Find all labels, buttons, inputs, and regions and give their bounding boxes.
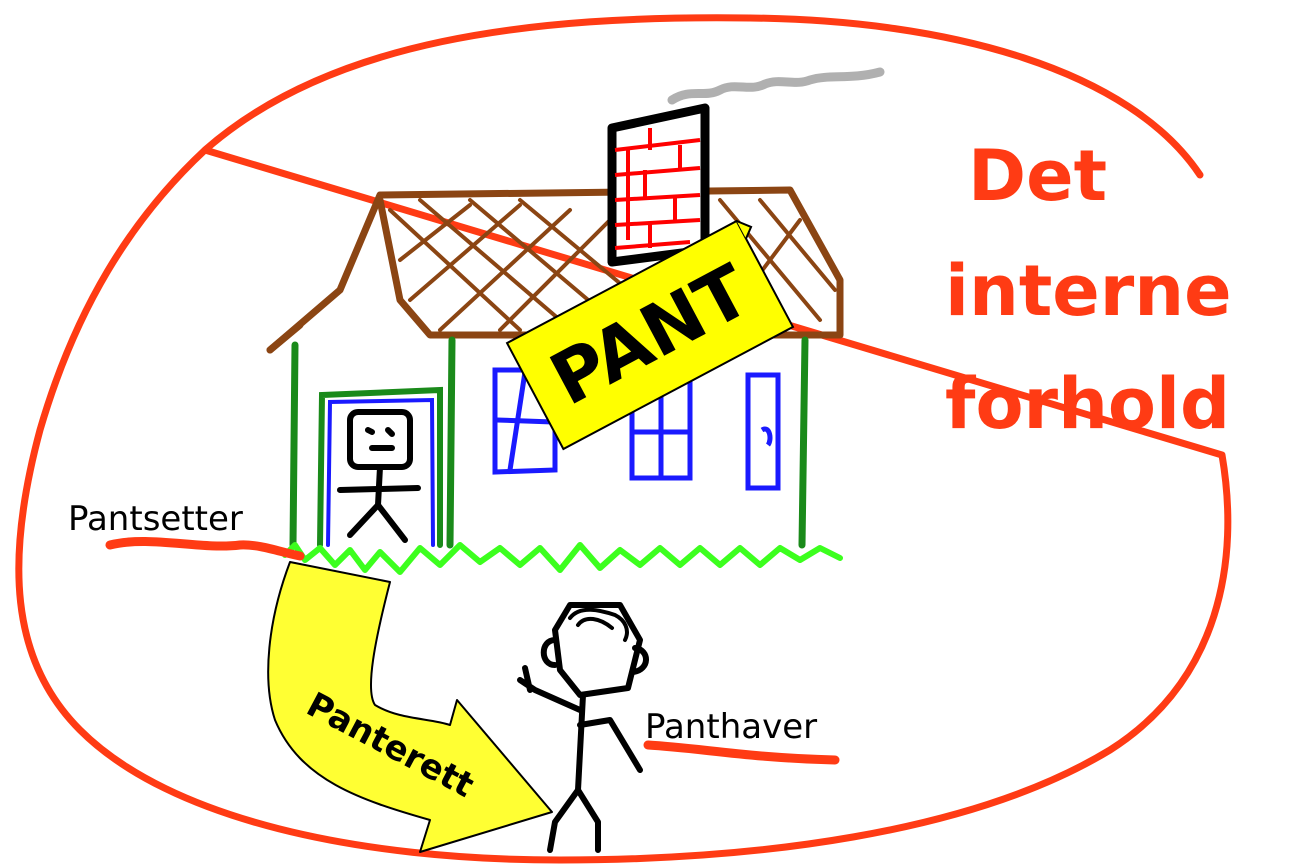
title-line-2: interne: [945, 250, 1232, 332]
grass: [285, 545, 840, 572]
chimney: [612, 108, 705, 262]
pledgee-label: Panthaver: [645, 707, 817, 747]
title-line-3: forhold: [945, 363, 1230, 445]
title-line-1: Det: [968, 135, 1107, 217]
pledgor-label: Pantsetter: [68, 499, 243, 539]
window-right: [748, 375, 778, 488]
pledgee-underline: [648, 745, 835, 760]
pledgor-underline: [110, 541, 300, 556]
pledgor-figure: [340, 412, 418, 540]
smoke-icon: [672, 72, 880, 100]
